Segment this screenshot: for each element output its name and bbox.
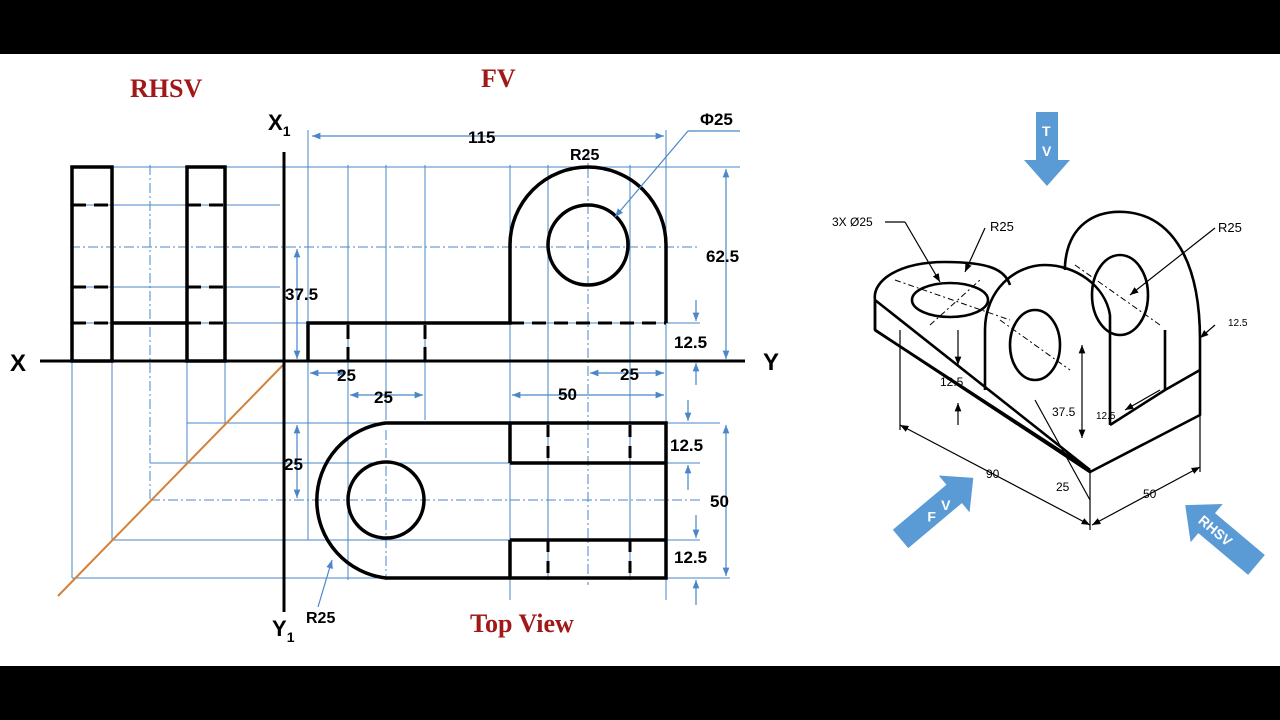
top-view-label: Top View (470, 609, 574, 638)
iso-slot: 25 (1056, 480, 1070, 494)
iso-thk-inner: 12.5 (1096, 411, 1116, 422)
axis-y1: Y1 (272, 616, 295, 645)
svg-text:F: F (927, 508, 936, 524)
dimension-lines (293, 130, 740, 608)
iso-dimension-lines (885, 221, 1216, 530)
top-view (315, 421, 668, 580)
iso-radius-a: R25 (990, 219, 1014, 234)
front-view (306, 165, 668, 361)
dim-fv-upright-width: 50 (558, 385, 577, 404)
dim-tv-rib-top: 12.5 (670, 436, 703, 455)
iso-center-lines (894, 264, 1161, 371)
dim-fv-slot: 25 (374, 388, 393, 407)
arrow-side-view: RHSV (1185, 503, 1265, 575)
dim-radius-tv: R25 (306, 610, 335, 627)
axis-y: Y (763, 349, 779, 376)
svg-text:V: V (1042, 143, 1052, 159)
dim-radius-fv: R25 (570, 147, 599, 164)
dim-tv-rib-bottom: 12.5 (674, 548, 707, 567)
fv-hidden-lines (346, 321, 666, 361)
dim-height-hole: 37.5 (285, 285, 318, 304)
arrow-front-view: F V (892, 475, 974, 549)
svg-text:V: V (941, 497, 951, 513)
iso-hole-height: 37.5 (1052, 405, 1076, 419)
iso-thk-base: 12.5 (940, 375, 964, 389)
axis-x1: X1 (268, 110, 291, 139)
fv-label: FV (481, 64, 516, 93)
dim-fv-right: 25 (620, 365, 639, 384)
dim-overall-width: 115 (468, 128, 495, 147)
iso-radius-b: R25 (1218, 220, 1242, 235)
reference-lines (40, 152, 745, 612)
dim-fv-left-gap: 25 (337, 366, 356, 385)
arrow-top-view: T V (1024, 112, 1070, 186)
rhsv-hidden-lines (72, 203, 225, 361)
right-hand-side-view (70, 165, 227, 363)
iso-thk-right: 12.5 (1228, 318, 1248, 329)
iso-depth: 50 (1143, 487, 1157, 501)
svg-text:T: T (1042, 123, 1051, 139)
dim-phi: Φ25 (700, 110, 733, 129)
dim-tv-hole-offset: 25 (284, 455, 303, 474)
axis-x: X (10, 350, 26, 377)
iso-holes: 3X Ø25 (832, 215, 873, 229)
iso-length: 90 (986, 467, 1000, 481)
dim-base-thk: 12.5 (674, 333, 707, 352)
dim-tv-depth: 50 (710, 492, 729, 511)
tv-hidden-lines (546, 425, 632, 578)
miter-line (57, 363, 285, 597)
rhsv-label: RHSV (130, 74, 202, 103)
dim-height-total: 62.5 (706, 247, 739, 266)
